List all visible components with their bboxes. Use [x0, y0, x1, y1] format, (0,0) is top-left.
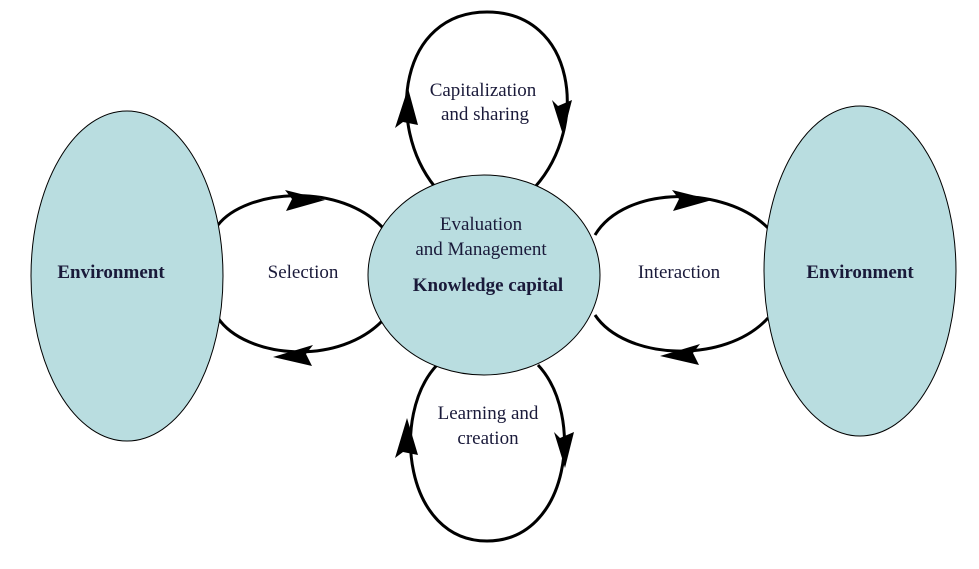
top-loop-line1-label: Capitalization [430, 80, 537, 101]
knowledge-capital-label: Knowledge capital [413, 275, 563, 296]
top-loop-arrow-up [395, 88, 418, 128]
interaction-label: Interaction [638, 262, 721, 283]
left-loop-arrow-right [285, 190, 325, 211]
selection-label: Selection [268, 262, 339, 283]
right-loop-arrow-right [672, 190, 712, 211]
right-loop-lower [593, 314, 770, 353]
right-environment-label: Environment [806, 262, 914, 283]
left-environment-ellipse [30, 110, 224, 442]
right-loop-upper [593, 195, 770, 236]
bottom-loop-line1-label: Learning and [438, 403, 539, 424]
bottom-loop-arrow-down [554, 432, 574, 468]
left-loop-arrow-left [273, 345, 313, 366]
top-loop-arrow-down [552, 100, 572, 135]
center-line1-label: Evaluation [440, 214, 523, 235]
left-environment-label: Environment [57, 262, 165, 283]
bottom-loop [409, 363, 566, 543]
right-environment-ellipse [763, 105, 957, 437]
center-line2-label: and Management [415, 239, 547, 260]
top-loop-line2-label: and sharing [441, 104, 530, 125]
bottom-loop-line2-label: creation [457, 428, 519, 449]
knowledge-capital-ellipse [367, 174, 601, 376]
bottom-loop-arrow-up [395, 418, 418, 458]
right-loop-arrow-left [660, 344, 700, 365]
